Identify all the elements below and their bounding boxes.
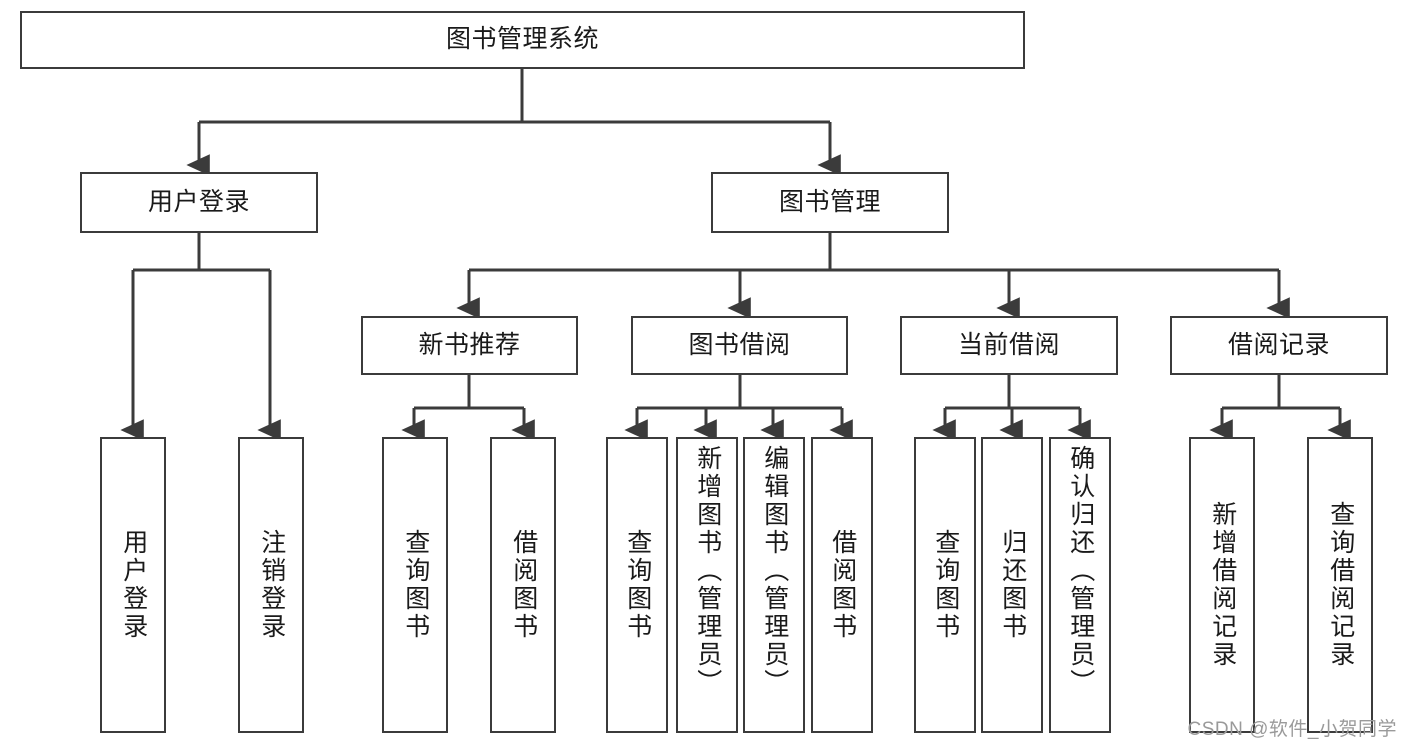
node-new-book-recommendation[interactable]: 新书推荐 (361, 316, 578, 375)
watermark-text: CSDN @软件_小贺同学 (1187, 719, 1397, 740)
node-label: 新书推荐 (418, 330, 521, 359)
node-label: 新增借阅记录 (1208, 501, 1237, 669)
node-leaf-add-borrow-record[interactable]: 新增借阅记录 (1189, 437, 1255, 733)
node-label: 新增图书（管理员） (693, 445, 722, 697)
node-root-book-management-system[interactable]: 图书管理系统 (20, 11, 1025, 69)
node-borrowing-records[interactable]: 借阅记录 (1170, 316, 1388, 375)
node-label: 图书管理 (778, 187, 881, 216)
node-leaf-user-login[interactable]: 用户登录 (100, 437, 166, 733)
node-leaf-borrow-books-recommend[interactable]: 借阅图书 (490, 437, 556, 733)
node-user-login[interactable]: 用户登录 (80, 172, 318, 233)
node-leaf-query-books-current[interactable]: 查询图书 (914, 437, 976, 733)
node-label: 图书管理系统 (445, 25, 599, 54)
node-leaf-return-books[interactable]: 归还图书 (981, 437, 1043, 733)
node-label: 查询图书 (623, 529, 652, 641)
node-leaf-logout[interactable]: 注销登录 (238, 437, 304, 733)
node-label: 当前借阅 (957, 330, 1060, 359)
node-label: 查询图书 (401, 529, 430, 641)
node-label: 借阅图书 (509, 529, 538, 641)
node-label: 编辑图书（管理员） (760, 445, 789, 697)
node-label: 确认归还（管理员） (1066, 445, 1095, 697)
node-leaf-query-books-recommend[interactable]: 查询图书 (382, 437, 448, 733)
node-label: 注销登录 (257, 529, 286, 641)
node-label: 借阅图书 (828, 529, 857, 641)
node-leaf-edit-book-admin[interactable]: 编辑图书（管理员） (743, 437, 805, 733)
node-leaf-borrow-books[interactable]: 借阅图书 (811, 437, 873, 733)
node-leaf-query-books-borrow[interactable]: 查询图书 (606, 437, 668, 733)
node-leaf-confirm-return-admin[interactable]: 确认归还（管理员） (1049, 437, 1111, 733)
node-label: 图书借阅 (688, 330, 791, 359)
node-label: 用户登录 (119, 529, 148, 641)
node-label: 查询借阅记录 (1326, 501, 1355, 669)
node-label: 归还图书 (998, 529, 1027, 641)
node-leaf-query-borrow-record[interactable]: 查询借阅记录 (1307, 437, 1373, 733)
node-book-management[interactable]: 图书管理 (711, 172, 949, 233)
node-leaf-add-book-admin[interactable]: 新增图书（管理员） (676, 437, 738, 733)
node-label: 用户登录 (147, 187, 250, 216)
node-current-borrowing[interactable]: 当前借阅 (900, 316, 1118, 375)
node-book-borrowing[interactable]: 图书借阅 (631, 316, 848, 375)
node-label: 借阅记录 (1227, 330, 1330, 359)
node-label: 查询图书 (931, 529, 960, 641)
